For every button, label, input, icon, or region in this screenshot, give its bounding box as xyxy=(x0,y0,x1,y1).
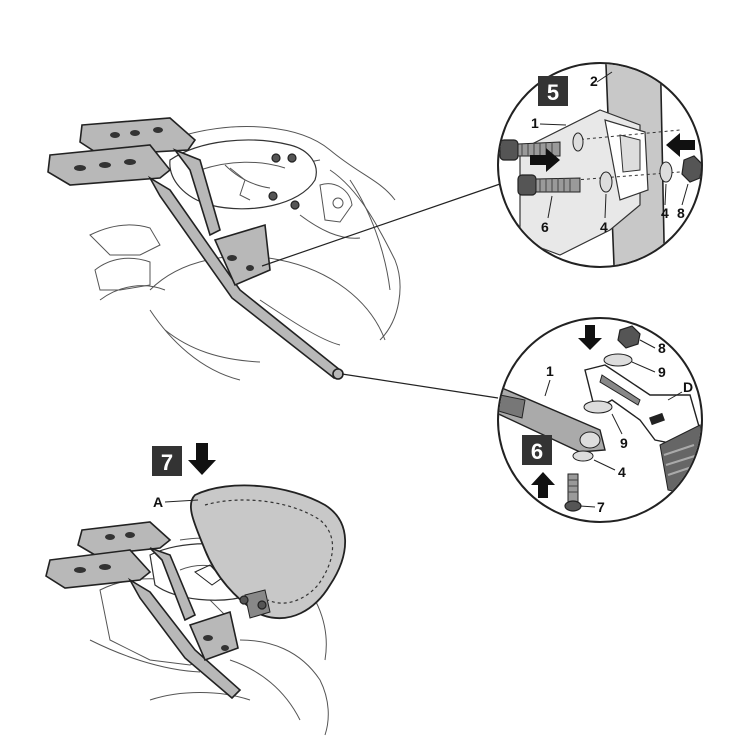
step-badge xyxy=(152,446,182,476)
arrow-right-icon xyxy=(530,148,560,172)
part-label: 4 xyxy=(600,219,608,235)
bolt-icon xyxy=(268,153,300,210)
step-number: 6 xyxy=(531,439,543,464)
washer-icon xyxy=(572,132,673,193)
part-label: 9 xyxy=(620,435,628,451)
part-label: D xyxy=(683,379,693,395)
arrow-up-icon xyxy=(531,472,555,498)
bottom-overview-illustration: 7 xyxy=(45,443,346,736)
leader-line xyxy=(341,373,499,399)
top-overview-illustration xyxy=(47,117,401,381)
step-badge xyxy=(522,435,552,465)
part-label: 4 xyxy=(618,464,626,480)
step-badge xyxy=(538,76,568,106)
bolt-icon xyxy=(564,473,582,512)
step-number: 7 xyxy=(161,450,173,475)
part-label: 1 xyxy=(546,363,554,379)
bolt-icon xyxy=(499,139,581,196)
part-label: 7 xyxy=(597,499,605,515)
part-label: 4 xyxy=(661,205,669,221)
part-label: 2 xyxy=(590,73,598,89)
arrow-down-icon xyxy=(578,325,602,350)
part-label: 8 xyxy=(677,205,685,221)
step-number: 5 xyxy=(547,80,559,105)
part-label: 9 xyxy=(658,364,666,380)
detail-circle-step6: 6 1 8 9 D 9 4 7 xyxy=(497,317,703,523)
arrow-down-icon xyxy=(188,443,216,475)
detail-circle-step5: 5 2 1 6 4 4 8 xyxy=(497,62,703,268)
part-label: 1 xyxy=(531,115,539,131)
leader-line xyxy=(261,183,501,267)
nut-icon xyxy=(617,325,641,349)
arrow-left-icon xyxy=(666,133,695,157)
part-label: A xyxy=(153,494,163,510)
nut-icon xyxy=(681,155,701,183)
bolt-icon xyxy=(239,595,267,610)
backrest-pad xyxy=(190,484,346,620)
part-label: 8 xyxy=(658,340,666,356)
washer-icon xyxy=(572,353,633,462)
part-label: 6 xyxy=(541,219,549,235)
